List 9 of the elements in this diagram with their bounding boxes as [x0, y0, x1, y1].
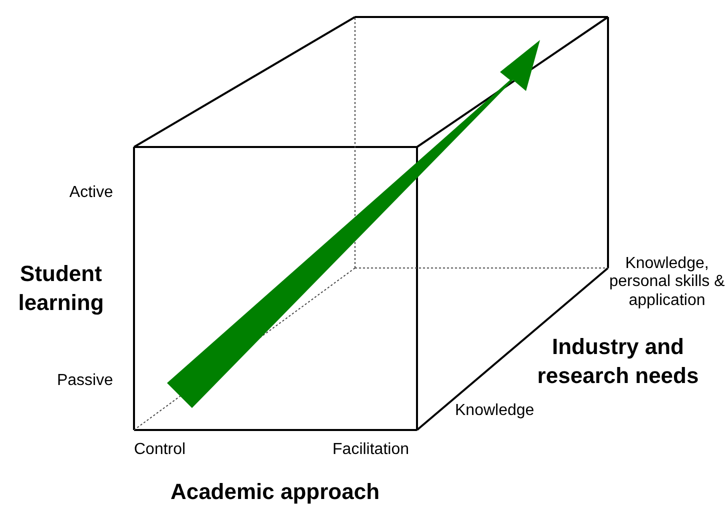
axis-title: Student learning: [17, 260, 105, 317]
axis-tick-label: Facilitation: [332, 441, 409, 460]
axis-tick-label: Control: [134, 441, 187, 460]
axis-title: Industry and research needs: [536, 333, 700, 390]
axis-tick-label: Knowledge, personal skills & application: [608, 255, 726, 310]
axis-tick-label: Knowledge: [455, 402, 536, 420]
axis-title: Academic approach: [169, 478, 381, 506]
axis-tick-label: Passive: [56, 372, 113, 390]
axis-tick-label: Active: [68, 184, 113, 202]
